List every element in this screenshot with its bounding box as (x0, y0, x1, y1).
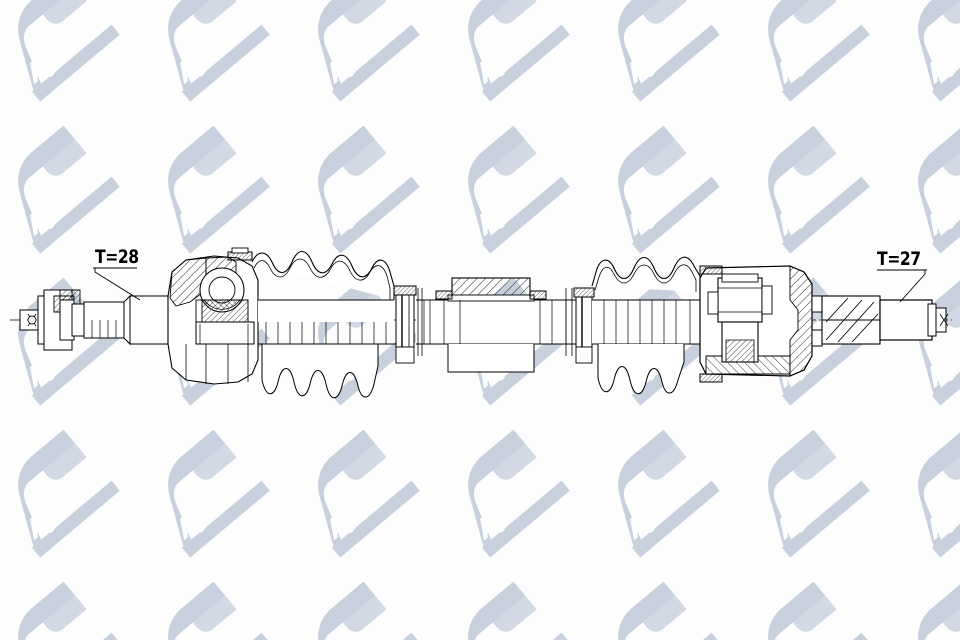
outer-boot (251, 250, 398, 399)
outer-cv-joint (167, 247, 259, 385)
right-splined-shaft (821, 295, 949, 345)
outer-boot-clamp (393, 285, 417, 364)
spline-label-right: T=27 (877, 248, 921, 270)
left-stub-end (19, 289, 85, 351)
leader-lines (93, 267, 927, 303)
left-splined-shaft (83, 294, 169, 346)
inner-tripod-joint (699, 265, 823, 383)
spline-label-left: T=28 (95, 246, 139, 268)
center-damper-assembly (416, 277, 576, 373)
inner-boot (591, 256, 704, 395)
inner-boot-clamp (573, 287, 595, 364)
